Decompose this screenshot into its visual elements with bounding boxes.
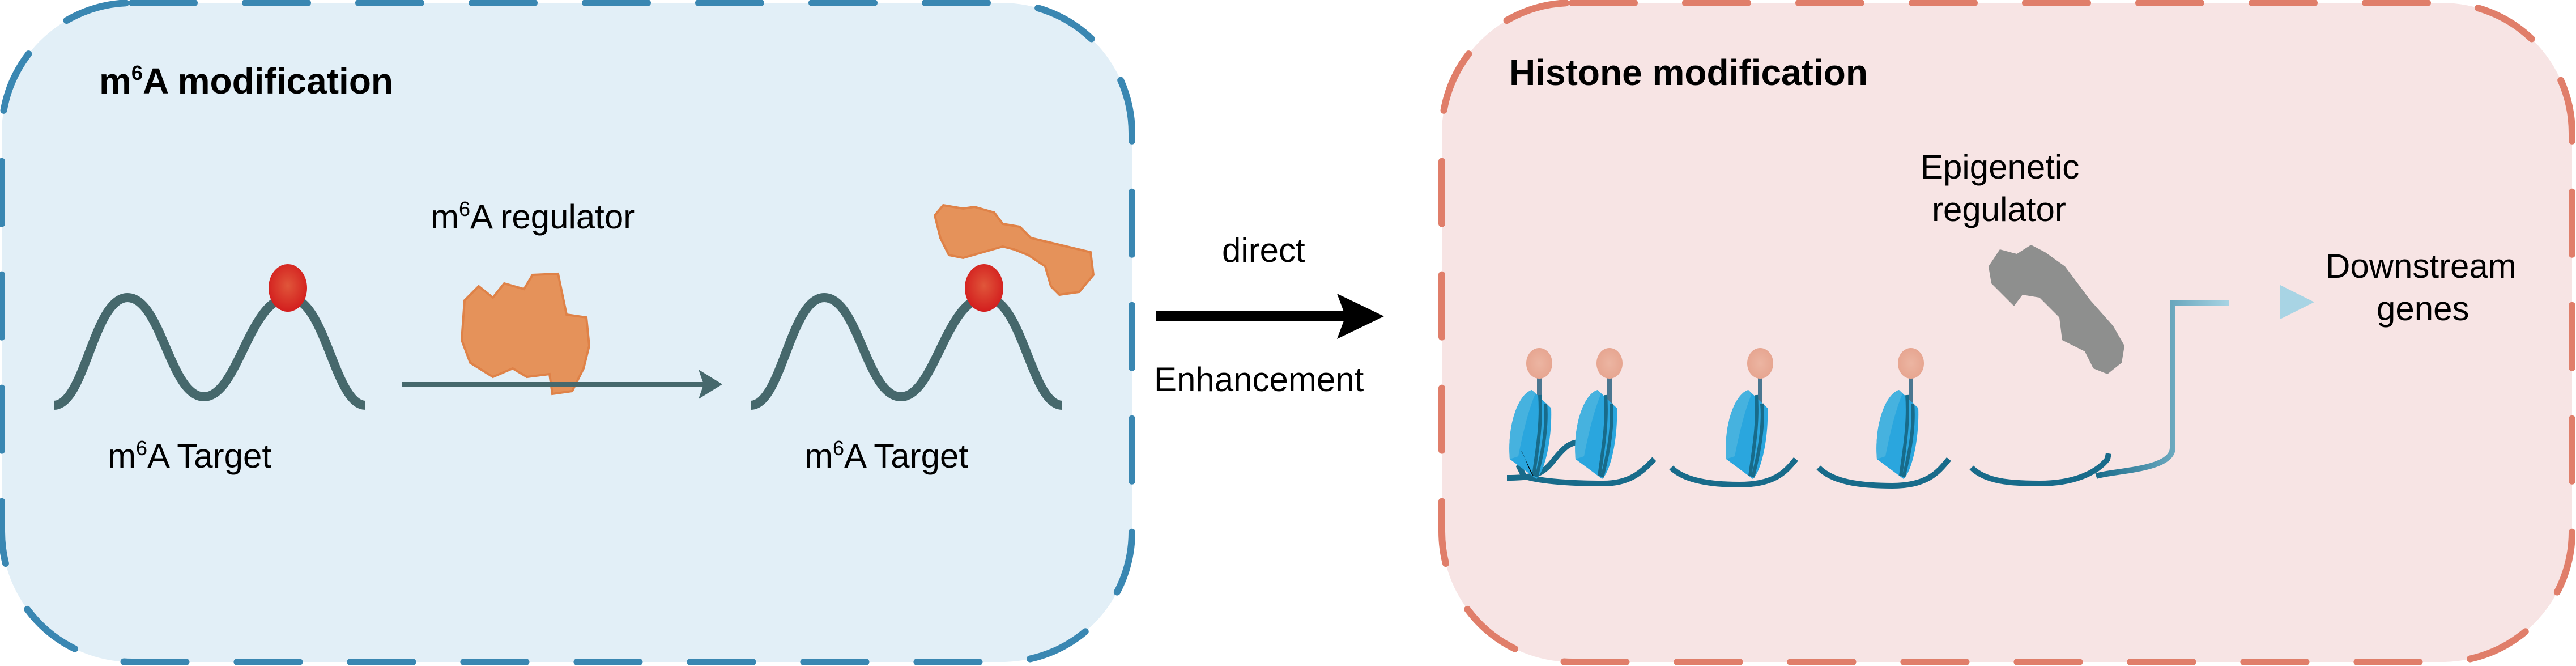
m6a-target-left-label: m6A Target: [108, 436, 271, 475]
m6a-regulator-bound: [933, 203, 1095, 296]
histone-mark-3: [1747, 348, 1773, 379]
nucleosome-3: [1726, 348, 1773, 479]
dna-strand: [1506, 439, 2111, 489]
nucleosome-4: [1876, 348, 1924, 479]
histone-mark-1: [1526, 348, 1552, 379]
histone-mark-4: [1898, 348, 1924, 379]
methyl-group-right: [965, 264, 1003, 312]
rna-strand-left: [53, 292, 367, 410]
epigenetic-regulator-protein: [1989, 245, 2124, 374]
nucleosome-1: [1509, 348, 1552, 479]
connector-arrow-head: [1337, 294, 1384, 339]
nucleosome-2: [1575, 348, 1623, 479]
epigenetic-regulator-label-line2: regulator: [1932, 190, 2066, 228]
process-arrow: [402, 370, 722, 399]
rna-target-right: [750, 264, 1063, 410]
rna-target-left: [53, 264, 367, 410]
histone-panel: Histone modification Epigenetic regulato…: [1438, 0, 2575, 665]
histone-panel-background: [1438, 0, 2575, 665]
histone-panel-title: Histone modification: [1509, 52, 1868, 93]
m6a-panel-title: m6A modification: [99, 61, 393, 101]
m6a-panel: m6A modification m6A regulator m6A Targe…: [0, 0, 1135, 665]
rna-strand-right: [750, 292, 1063, 410]
m6a-target-right-label: m6A Target: [804, 436, 968, 475]
epigenetic-regulator-label-line1: Epigenetic: [1921, 148, 2079, 186]
downstream-genes-label-line2: genes: [2377, 290, 2469, 328]
downstream-arrow-stem: [2095, 300, 2229, 479]
downstream-arrow-head: [2280, 285, 2314, 319]
connector-bottom-label: Enhancement: [1154, 360, 1364, 398]
connector: direct Enhancement: [1154, 231, 1384, 398]
connector-top-label: direct: [1222, 231, 1305, 269]
m6a-regulator-protein: [460, 272, 591, 396]
methyl-group-left: [269, 264, 307, 312]
downstream-genes-label-line1: Downstream: [2326, 247, 2517, 285]
histone-mark-2: [1596, 348, 1623, 379]
m6a-regulator-label: m6A regulator: [431, 197, 635, 236]
